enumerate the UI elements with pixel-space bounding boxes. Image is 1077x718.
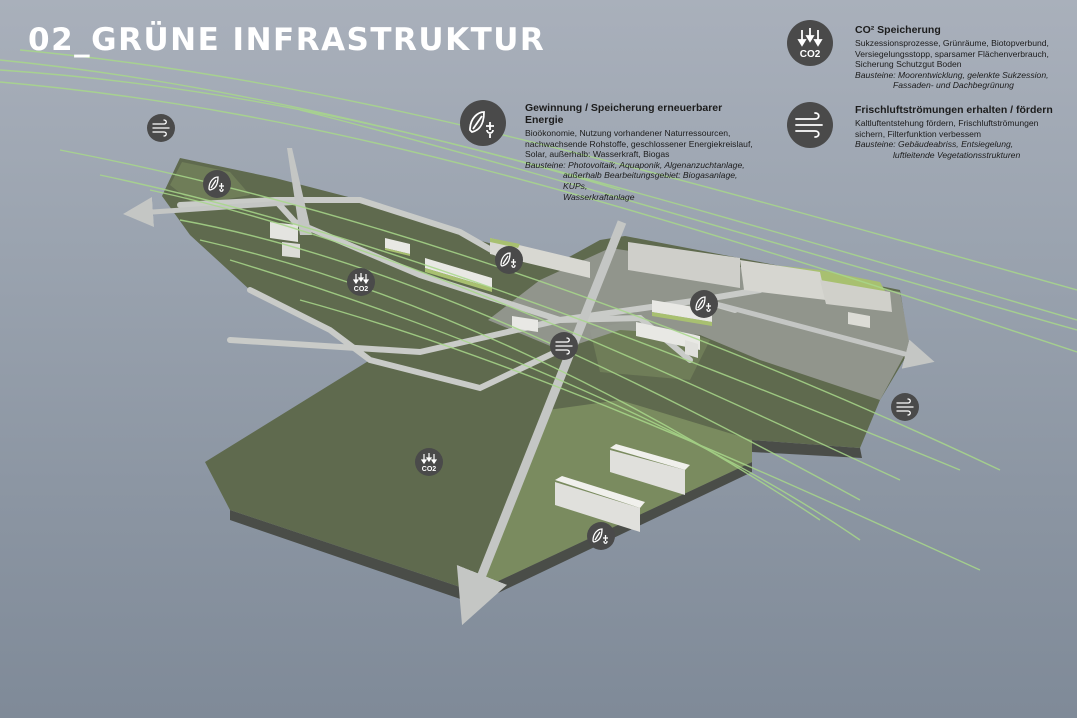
arrow-east: [719, 302, 935, 369]
legend-co2: CO² Speicherung Sukzessionsprozesse, Grü…: [855, 24, 1070, 91]
wind-icon: [550, 332, 578, 360]
legend-energie-bausteine-1: Photovoltaik, Aquaponik, Algenanzuchtanl…: [568, 159, 745, 170]
legend-co2-text: Sukzessionsprozesse, Grünräume, Biotopve…: [855, 38, 1049, 70]
co2-storage-icon: CO2: [787, 20, 833, 66]
co2-icon-label: CO2: [422, 466, 437, 473]
legend-luft-bausteine-label: Bausteine:: [855, 139, 896, 150]
legend-luft: Frischluftströmungen erhalten / fördern …: [855, 104, 1070, 160]
legend-luft-title: Frischluftströmungen erhalten / fördern: [855, 104, 1053, 116]
co2-icon-label: CO2: [800, 49, 821, 60]
legend-co2-bausteine-label: Bausteine:: [855, 69, 896, 80]
legend-energie-bausteine-2: außerhalb Bearbeitungsgebiet: Biogasanla…: [563, 170, 738, 191]
chimney: [287, 148, 312, 235]
legend-energie-text: Bioökonomie, Nutzung vorhandener Naturre…: [525, 128, 753, 160]
page-title: 02_GRÜNE INFRASTRUKTUR: [28, 22, 546, 58]
co2-storage-icon: CO2: [347, 268, 375, 296]
arrow-south: [456, 220, 627, 626]
co2-storage-icon: CO2: [415, 448, 443, 476]
co2-icon-label: CO2: [354, 286, 369, 293]
legend-energie-bausteine-label: Bausteine:: [525, 159, 566, 170]
terrain-edge: [752, 440, 862, 458]
leaf-plug-icon: [690, 290, 718, 318]
legend-luft-text: Kaltluftentstehung fördern, Frischluftst…: [855, 118, 1039, 139]
air-flow-lines: [0, 49, 1077, 571]
legend-co2-bausteine-2: Fassaden- und Dachbegrünung: [893, 80, 1014, 91]
arrow-west: [123, 197, 301, 227]
legend-co2-bausteine-1: Moorentwicklung, gelenkte Sukzession,: [898, 69, 1049, 80]
leaf-plug-icon: [203, 170, 231, 198]
legend-energie: Gewinnung / Speicherung erneuerbarer Ene…: [525, 102, 755, 202]
wind-icon: [787, 102, 833, 148]
legend-energie-title: Gewinnung / Speicherung erneuerbarer Ene…: [525, 102, 723, 126]
legend-luft-bausteine-1: Gebäudeabriss, Entsiegelung,: [898, 139, 1014, 150]
legend-luft-bausteine-2: luftleitende Vegetationsstrukturen: [893, 149, 1021, 160]
leaf-plug-icon: [587, 522, 615, 550]
legend-co2-title: CO² Speicherung: [855, 24, 941, 36]
paths: [177, 197, 763, 392]
legend-energie-bausteine-3: Wasserkraftanlage: [563, 191, 635, 202]
wind-icon: [147, 114, 175, 142]
leaf-plug-icon: [495, 246, 523, 274]
buildings: [270, 222, 892, 532]
wind-icon: [891, 393, 919, 421]
leaf-plug-icon: [460, 100, 506, 146]
